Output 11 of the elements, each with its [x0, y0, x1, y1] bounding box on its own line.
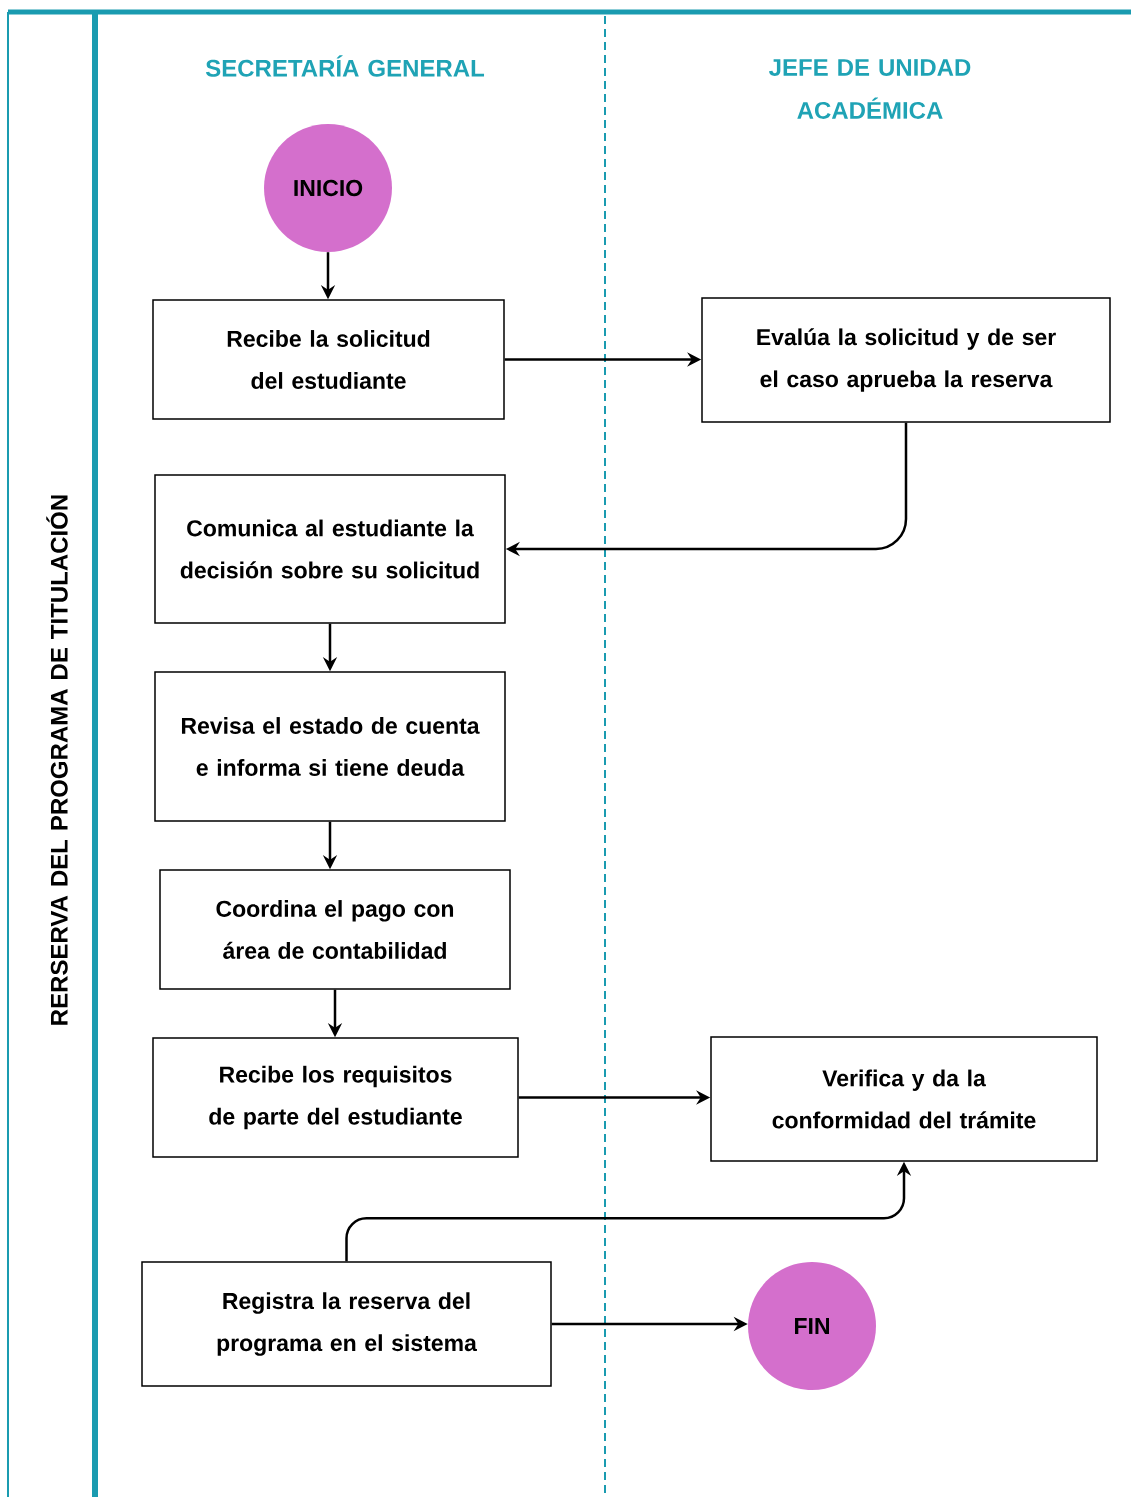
process-box: Verifica y da la conformidad del trámite [710, 1036, 1098, 1162]
process-box: Comunica al estudiante la decisión sobre su solicitud [154, 474, 506, 624]
process-box: Recibe la solicitud del estudiante [152, 299, 505, 420]
process-box: Evalúa la solicitud y de ser el caso aprueba la reserva [701, 297, 1111, 423]
swimlane-title: RERSERVA DEL PROGRAMA DE TITULACIÓN [46, 495, 68, 1025]
process-box: Recibe los requisitos de parte del estudiante [152, 1037, 519, 1158]
lane-header: SECRETARÍA GENERAL [205, 55, 485, 77]
process-box: Coordina el pago con área de contabilidad [159, 869, 511, 990]
process-box: Registra la reserva del programa en el sistema [141, 1261, 552, 1387]
process-box: Revisa el estado de cuenta e informa si tiene deuda [154, 671, 506, 822]
lane-header: JEFE DE UNIDAD ACADÉMICA [769, 59, 971, 119]
